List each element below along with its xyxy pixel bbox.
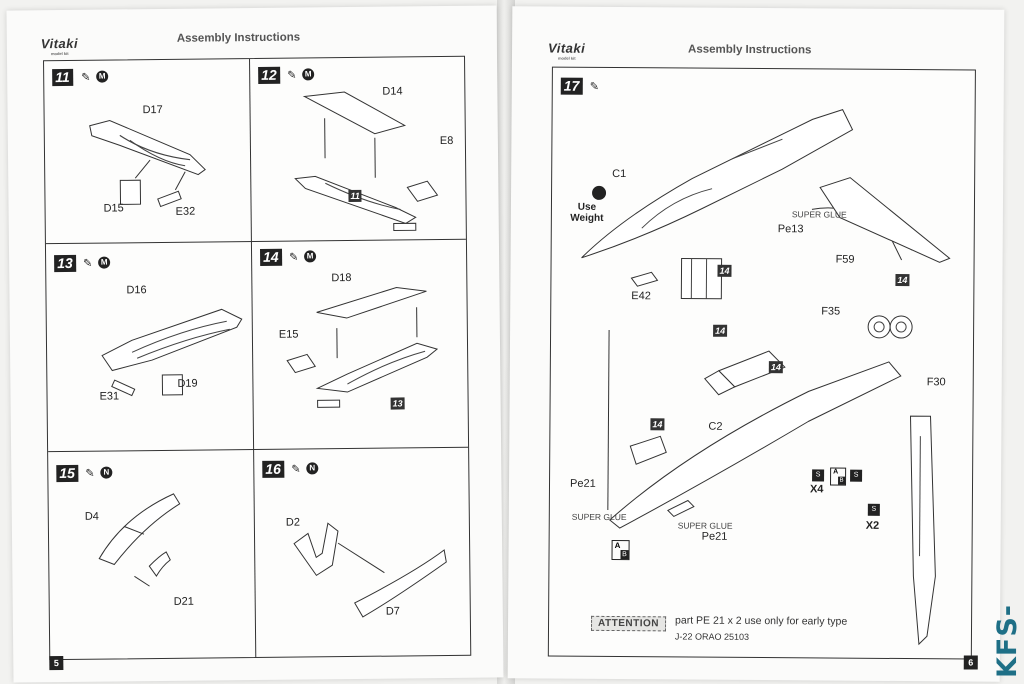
page-title: Assembly Instructions xyxy=(688,43,812,57)
right-page: Vitaki model kit Assembly Instructions 1… xyxy=(507,6,1005,682)
seat-part-drawing xyxy=(101,308,243,397)
seat-assembly-drawing xyxy=(286,287,439,408)
glue-note: SUPER GLUE xyxy=(677,520,733,531)
step-number: 14 xyxy=(260,248,282,266)
panel-part-drawing xyxy=(629,435,667,465)
glue-note: SUPER GLUE xyxy=(791,209,847,220)
cockpit-tub-drawing xyxy=(630,257,723,300)
step-reference-badge: 14 xyxy=(650,418,665,431)
part-label: C1 xyxy=(612,167,627,181)
step-reference-badge: 14 xyxy=(713,324,728,337)
page-title: Assembly Instructions xyxy=(176,31,301,45)
seat-assembly-drawing xyxy=(294,91,439,232)
part-label: D15 xyxy=(103,202,124,215)
part-label: D7 xyxy=(385,605,400,618)
part-label: D14 xyxy=(382,85,403,98)
grid-divider xyxy=(48,446,469,453)
instruction-grid: 11 ✎ M D17 D15 E32 12 ✎ M xyxy=(43,55,472,661)
step-number: 12 xyxy=(258,66,280,84)
tail-fin-drawing xyxy=(819,177,951,263)
forward-fuselage-drawing xyxy=(581,108,913,261)
part-label: D21 xyxy=(173,595,194,608)
paint-code-icon: M xyxy=(302,68,315,81)
rear-fuselage-drawing xyxy=(607,329,902,529)
glue-icon: ✎ xyxy=(291,463,301,476)
step-number: 17 xyxy=(560,77,583,95)
part-label: E32 xyxy=(175,205,196,218)
part-label: D2 xyxy=(285,516,300,529)
part-label: Pe21 xyxy=(569,477,596,490)
step-11-panel: 11 ✎ M D17 D15 E32 xyxy=(44,57,464,218)
glue-icon: ✎ xyxy=(85,467,95,480)
page-number: 5 xyxy=(49,656,64,671)
decal-icon: S xyxy=(850,469,863,482)
decal-x2-group: S X2 xyxy=(553,68,975,532)
glue-icon: ✎ xyxy=(287,69,297,82)
step-reference-badge: 11 xyxy=(348,189,362,203)
part-label: E31 xyxy=(99,390,120,403)
attention-text: part PE 21 x 2 use only for early type xyxy=(675,614,848,628)
step-reference-badge: 14 xyxy=(717,264,732,277)
step-reference-badge: 14 xyxy=(895,273,910,287)
watermark: KFS-miniatures xyxy=(992,504,1024,678)
part-label: D19 xyxy=(177,377,198,390)
part-label: F35 xyxy=(821,305,841,318)
use-weight-label: Use Weight xyxy=(570,201,604,224)
brand-logo: Vitaki model kit xyxy=(40,35,79,57)
step-13-panel: 13 ✎ M D16 E31 D19 xyxy=(44,57,464,403)
brand-logo: Vitaki model kit xyxy=(548,40,586,61)
seat-part-drawing xyxy=(89,119,206,208)
step-12-panel: 12 ✎ M D14 E8 11 xyxy=(44,57,464,232)
option-ab-icon: A B xyxy=(611,539,630,561)
part-label: F30 xyxy=(926,376,946,389)
glue-icon: ✎ xyxy=(83,257,93,270)
paint-code-icon: N xyxy=(100,466,113,479)
decal-icon: S xyxy=(867,503,880,516)
option-ab-icon: A B xyxy=(830,467,847,486)
canopy-part-drawing xyxy=(98,493,181,587)
decal-icon: S xyxy=(812,469,825,482)
part-label: D16 xyxy=(126,284,147,297)
attention-banner: ATTENTION xyxy=(590,615,667,632)
part-label: D4 xyxy=(84,510,99,523)
part-label: X4 xyxy=(809,483,824,496)
weight-icon xyxy=(592,185,607,200)
paint-code-icon: M xyxy=(304,250,317,263)
kit-code: J-22 ORAO 25103 xyxy=(674,631,750,642)
step-14-panel: 14 ✎ M D18 E15 13 xyxy=(44,57,464,410)
part-label: Pe21 xyxy=(701,530,728,543)
glue-note: SUPER GLUE xyxy=(571,511,627,523)
part-label: D17 xyxy=(142,103,163,117)
part-label: C2 xyxy=(708,420,723,433)
step-16-panel: 16 ✎ N D2 D7 xyxy=(44,57,464,618)
glue-icon: ✎ xyxy=(81,71,91,84)
paint-code-icon: M xyxy=(98,256,111,269)
decal-x4-group: S A B S X4 xyxy=(553,68,975,495)
paint-code-icon: M xyxy=(96,70,109,83)
step-reference-badge: 14 xyxy=(768,361,783,374)
part-label: X2 xyxy=(865,519,880,532)
step-number: 13 xyxy=(54,254,76,273)
glue-icon: ✎ xyxy=(589,80,600,93)
left-page: Vitaki model kit Assembly Instructions 1… xyxy=(6,5,504,683)
step-number: 11 xyxy=(52,68,73,87)
part-label: F59 xyxy=(835,253,855,266)
exhaust-nozzles-drawing xyxy=(867,315,913,339)
instruction-frame: 17 ✎ C1 Use Weight E42 14 SUPER GLUE Pe1… xyxy=(547,66,976,660)
step-number: 16 xyxy=(262,460,284,478)
part-label: D18 xyxy=(331,271,352,285)
part-label: Pe13 xyxy=(777,223,804,236)
canopy-part-drawing xyxy=(293,522,447,618)
step-number: 15 xyxy=(56,464,79,483)
part-label: E42 xyxy=(631,290,651,303)
part-label: E15 xyxy=(278,328,299,341)
page-number: 6 xyxy=(963,655,978,670)
grid-divider xyxy=(45,238,466,245)
step-reference-badge: 13 xyxy=(390,397,405,410)
glue-icon: ✎ xyxy=(289,251,299,264)
underside-panel-drawing xyxy=(909,415,936,646)
step-15-panel: 15 ✎ N D4 D21 xyxy=(44,57,464,608)
part-label: E8 xyxy=(439,134,454,148)
paint-code-icon: N xyxy=(306,462,319,475)
